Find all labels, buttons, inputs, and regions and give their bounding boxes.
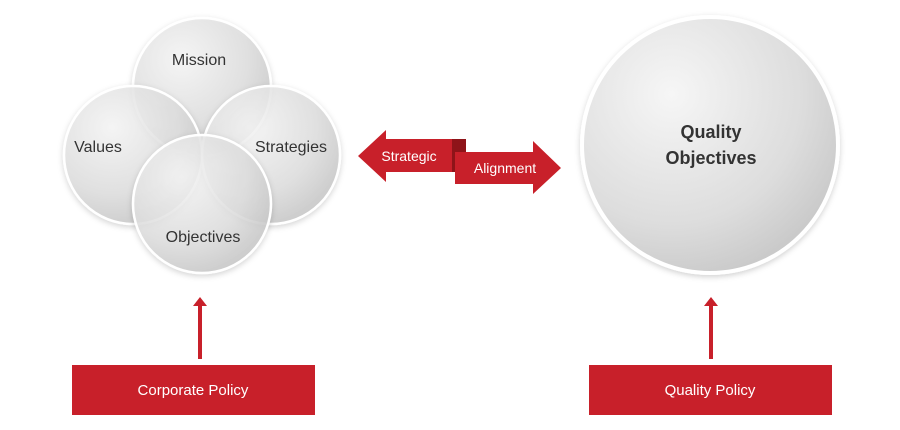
right-arrow-shape xyxy=(455,141,561,194)
left-arrow-shape xyxy=(358,130,463,182)
quality-objectives-label-line2: Objectives xyxy=(665,148,756,168)
quality-objectives-circle-group: Quality Objectives xyxy=(580,15,840,275)
quality-up-arrow xyxy=(704,297,718,359)
strategic-label: Strategic xyxy=(381,148,436,164)
corporate-up-arrow xyxy=(193,297,207,359)
quality-policy-box: Quality Policy xyxy=(589,365,832,415)
quality-policy-label: Quality Policy xyxy=(665,382,756,399)
quality-objectives-circle xyxy=(580,15,840,275)
corporate-policy-label: Corporate Policy xyxy=(138,382,249,399)
objectives-label: Objectives xyxy=(166,229,241,246)
alignment-label: Alignment xyxy=(474,160,536,176)
quality-objectives-label-line1: Quality xyxy=(680,122,741,142)
values-circles-cluster: Mission Values Strategies Objectives xyxy=(62,16,342,275)
strategic-alignment-arrow: Strategic Alignment xyxy=(358,130,561,194)
mission-label: Mission xyxy=(172,52,226,69)
corporate-policy-box: Corporate Policy xyxy=(72,365,315,415)
strategies-label: Strategies xyxy=(255,139,327,156)
values-label: Values xyxy=(74,139,122,156)
objectives-circle xyxy=(131,133,273,275)
